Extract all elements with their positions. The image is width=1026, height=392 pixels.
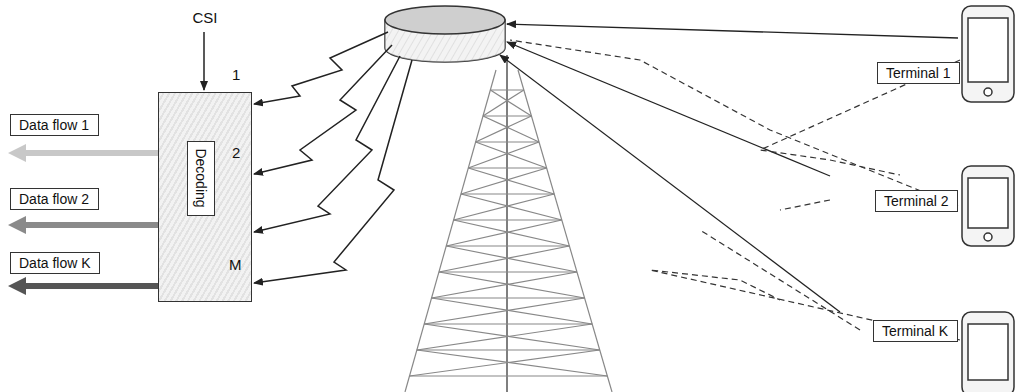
antenna-number: 1 (232, 66, 240, 84)
output-label-box: Data flow K (10, 252, 100, 274)
node-label: Decoding (192, 148, 210, 207)
node-label: Terminal K (882, 323, 948, 339)
output-arrows (8, 144, 158, 295)
uplink-arrows (500, 24, 958, 312)
decoding-box: Decoding (187, 141, 215, 216)
antenna-array (385, 6, 505, 62)
node-label: Data flow K (19, 255, 91, 271)
terminal-label: Terminal 2 (875, 190, 958, 212)
terminal-label: Terminal 1 (877, 62, 960, 84)
node-label: Terminal 1 (886, 65, 951, 81)
phones (962, 6, 1014, 392)
tower (405, 55, 612, 392)
node-label: Data flow 1 (19, 117, 89, 133)
terminal-label: Terminal K (873, 320, 958, 342)
antenna-number: M (229, 256, 242, 274)
multipath-lines (510, 40, 960, 340)
node-label: Data flow 2 (19, 191, 89, 207)
heading-label: CSI (192, 9, 217, 27)
csi-arrow (203, 32, 205, 90)
node-label: Terminal 2 (884, 193, 949, 209)
output-label-box: Data flow 2 (10, 188, 99, 210)
output-label-box: Data flow 1 (10, 114, 99, 136)
antenna-number: 2 (232, 144, 240, 162)
radio-links (254, 32, 412, 283)
